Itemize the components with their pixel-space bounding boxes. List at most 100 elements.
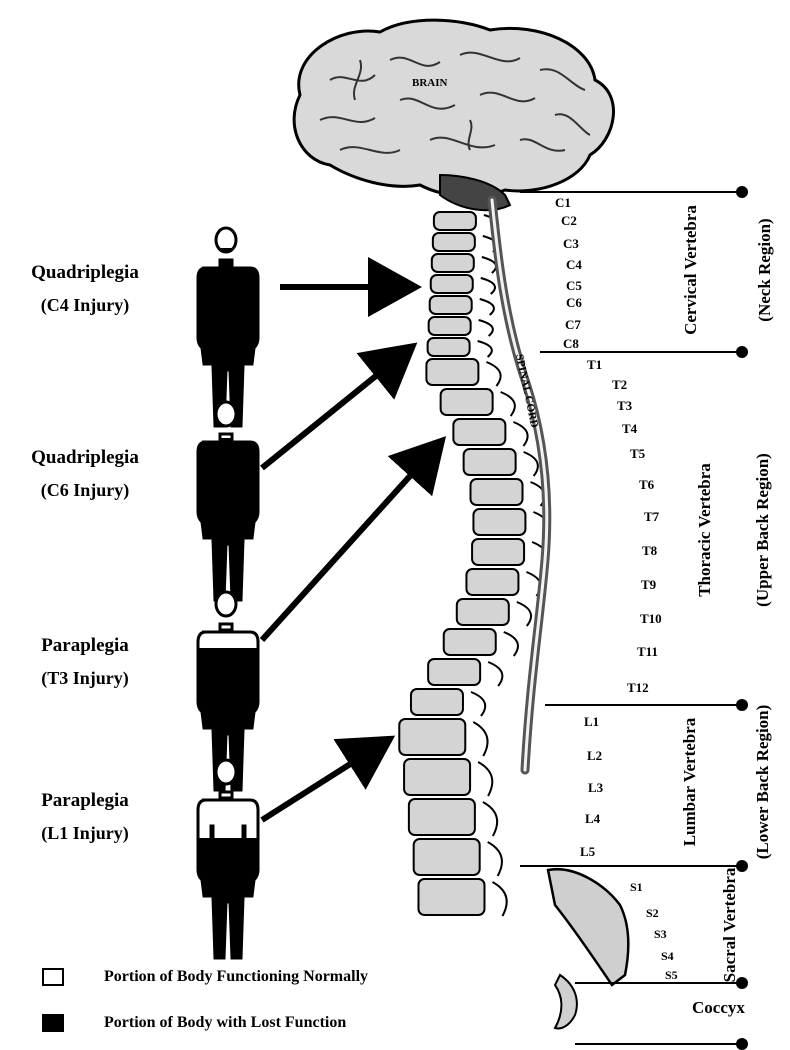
vertebral-body [428,659,480,685]
vertebral-body [411,689,463,715]
region-label-lumbar: Lumbar Vertebra [680,717,699,846]
vertebral-process [524,452,538,476]
vertebral-body [426,359,478,385]
vertebra-label-l5: L5 [580,844,596,859]
divider-dot [736,346,748,358]
divider-dot [736,699,748,711]
vertebra-label-s5: S5 [665,968,678,982]
region-sublabel-cervical: (Neck Region) [755,218,774,321]
body-figure-l1 [198,760,258,958]
vertebral-body [429,317,471,335]
vertebra-label-c2: C2 [561,213,577,228]
vertebral-body [457,599,509,625]
vertebra-label-t9: T9 [641,577,657,592]
vertebra-label-c8: C8 [563,336,579,351]
divider-dot [736,1038,748,1050]
spinal-column [399,212,547,916]
vertebra-label-t7: T7 [644,509,660,524]
vertebral-process [517,602,531,626]
vertebra-label-t6: T6 [639,477,655,492]
vertebral-body [414,839,480,875]
region-sublabel-thoracic: (Upper Back Region) [753,453,772,607]
vertebra-label-t4: T4 [622,421,638,436]
vertebral-body [471,479,523,505]
brain-label: BRAIN [412,77,448,89]
region-label-cervical: Cervical Vertebra [681,205,700,335]
figure-lost-function [198,760,258,958]
divider-dot [736,186,748,198]
vertebral-body [466,569,518,595]
vertebra-label-c3: C3 [563,236,579,251]
vertebral-process [480,299,494,315]
vertebral-process [488,842,502,876]
arrow-c6 [262,350,408,468]
vertebra-label-c6: C6 [566,295,582,310]
vertebral-process [482,257,496,273]
vertebra-label-s3: S3 [654,927,667,941]
vertebra-label-s1: S1 [630,880,643,894]
brain-illustration: BRAIN [294,20,613,210]
vertebral-body [418,879,484,915]
vertebral-body [431,275,473,293]
vertebra-label-l4: L4 [585,811,601,826]
body-figures [198,228,258,958]
vertebral-process [481,278,495,294]
sacrum-illustration [548,869,628,1028]
vertebral-body [434,212,476,230]
region-label-sacral: Sacral Vertebra [720,867,739,982]
vertebral-body [430,296,472,314]
vertebral-body [472,539,524,565]
vertebral-process [478,762,492,796]
vertebra-label-c4: C4 [566,257,582,272]
vertebral-body [444,629,496,655]
vertebral-body [464,449,516,475]
arrow-l1 [262,742,385,820]
body-figure-c4 [198,228,258,426]
vertebra-label-t5: T5 [630,446,646,461]
vertebral-body [409,799,475,835]
vertebra-labels: C1C2C3C4C5C6C7C8T1T2T3T4T5T6T7T8T9T10T11… [555,195,678,982]
vertebral-process [471,692,485,716]
vertebral-body [441,389,493,415]
vertebral-process [478,341,492,357]
vertebra-label-t3: T3 [617,398,633,413]
vertebra-label-c5: C5 [566,278,582,293]
vertebral-body [404,759,470,795]
vertebral-process [501,392,515,416]
vertebral-body [432,254,474,272]
vertebral-body [453,419,505,445]
vertebral-body [399,719,465,755]
vertebra-label-s4: S4 [661,949,674,963]
spinal-cord-label: SPINAL CORD [513,353,540,429]
vertebral-process [488,662,502,686]
body-figure-c6 [198,402,258,600]
vertebral-process [473,722,487,756]
vertebra-label-c7: C7 [565,317,581,332]
vertebra-label-t1: T1 [587,357,602,372]
vertebra-label-t11: T11 [637,644,658,659]
vertebra-label-t8: T8 [642,543,658,558]
vertebral-process [486,362,500,386]
region-labels: Cervical Vertebra (Neck Region) Thoracic… [680,205,774,1017]
vertebra-label-l1: L1 [584,714,599,729]
vertebra-label-l3: L3 [588,780,604,795]
region-sublabel-lumbar: (Lower Back Region) [753,705,772,860]
vertebral-process [492,882,506,916]
vertebra-label-c1: C1 [555,195,571,210]
figure-lost-function [198,228,258,426]
vertebra-label-s2: S2 [646,906,659,920]
region-label-coccyx: Coccyx [692,998,745,1017]
figure-lost-function [198,402,258,600]
vertebra-label-l2: L2 [587,748,602,763]
vertebral-body [433,233,475,251]
vertebral-process [483,802,497,836]
region-dividers [520,192,742,1044]
region-label-thoracic: Thoracic Vertebra [695,463,714,597]
vertebral-process [479,320,493,336]
arrow-t3 [262,445,438,640]
vertebral-process [504,632,518,656]
vertebra-label-t10: T10 [640,611,662,626]
vertebral-body [428,338,470,356]
vertebra-label-t12: T12 [627,680,649,695]
